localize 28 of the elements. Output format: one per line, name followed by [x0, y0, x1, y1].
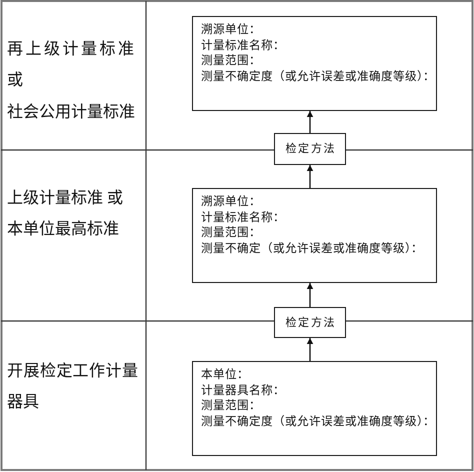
field-label: 溯源单位： — [201, 22, 261, 38]
field-label: 测量范围： — [201, 225, 261, 242]
arrow — [306, 165, 314, 188]
field-label: 测量不确定（或允许误差或准确度等级）： — [201, 241, 423, 257]
field-label: 溯源单位： — [201, 194, 261, 210]
field-label: 计量标准名称： — [201, 38, 285, 54]
arrow — [306, 338, 314, 361]
form-box — [192, 16, 437, 111]
arrow — [306, 111, 314, 133]
arrow — [306, 283, 314, 307]
field-label: 计量器具名称： — [201, 382, 285, 398]
field-label: 测量范围： — [201, 398, 261, 414]
form-box — [192, 361, 437, 456]
method-label: 检定方法 — [284, 142, 336, 156]
field-label: 测量不确定度（或允许误差或准确度等级）： — [201, 69, 435, 85]
method-box — [274, 133, 346, 165]
field-label: 本单位： — [201, 367, 249, 383]
cell-text: 社会公用计量标准 — [7, 102, 135, 122]
cell-text: 本单位最高标准 — [7, 219, 119, 240]
cell-text: 上级计量标准 或 — [7, 188, 123, 208]
field-label: 测量不确定度（或允许误差或准确度等级）： — [201, 414, 435, 430]
cell-text: 再上级计量标准或 — [7, 39, 134, 90]
method-label: 检定方法 — [284, 316, 336, 330]
form-box — [192, 188, 437, 283]
field-label: 测量范围： — [201, 53, 261, 70]
method-box — [274, 307, 346, 338]
cell-text: 开展检定工作计量器具 — [7, 361, 138, 412]
field-label: 计量标准名称： — [201, 210, 285, 226]
